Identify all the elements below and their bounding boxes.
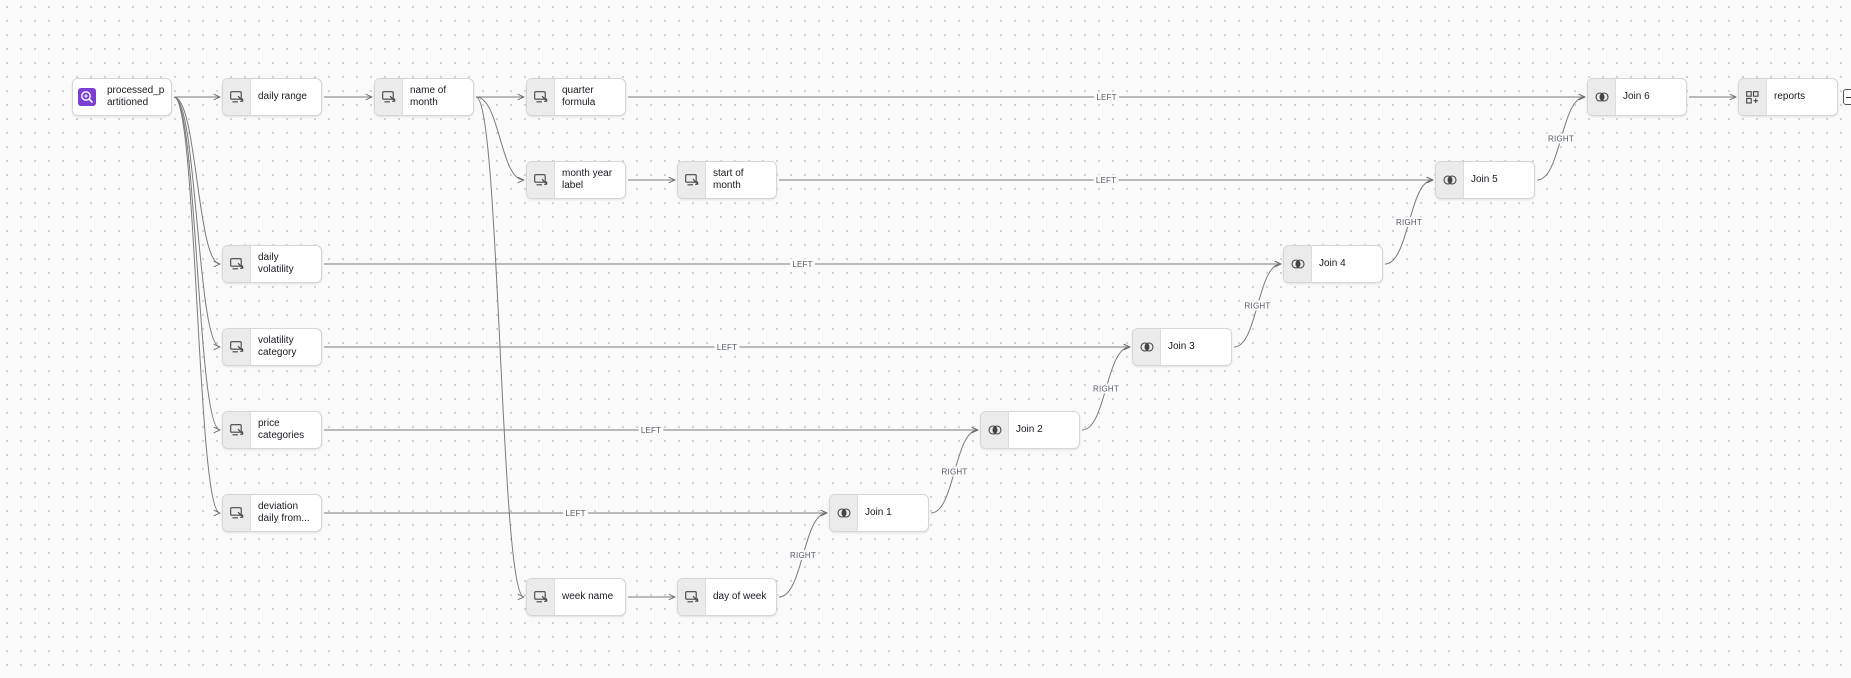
edge-label-right: RIGHT [790, 551, 816, 560]
node-label: Join 3 [1168, 341, 1195, 352]
node-processed[interactable]: processed_partitioned [72, 78, 172, 116]
node-label: quarter formula [562, 85, 596, 108]
transform-icon [678, 162, 706, 198]
node-label: processed_partitioned [107, 85, 165, 108]
edge-label-background [788, 550, 818, 560]
data-source-search-icon [73, 79, 100, 115]
edge-label-background [790, 259, 815, 269]
node-quarter-formula[interactable]: quarter formula [526, 78, 626, 116]
edge-processed-to-price-categories [173, 96, 220, 430]
transform-icon [375, 79, 403, 115]
node-label: Join 2 [1016, 424, 1043, 435]
edge-processed-to-deviation-daily [173, 96, 220, 513]
node-label: Join 5 [1471, 174, 1498, 185]
join-icon [1284, 246, 1312, 282]
node-label: week name [562, 591, 614, 602]
node-label: start of month [713, 168, 744, 191]
edge-label-right: RIGHT [1245, 302, 1271, 311]
node-name-of-month[interactable]: name of month [374, 78, 474, 116]
edge-label-background [563, 508, 588, 518]
node-label: Join 6 [1623, 91, 1650, 102]
join-icon [981, 412, 1009, 448]
node-label: daily volatility [258, 252, 294, 275]
edge-name-of-month-to-month-year-label [475, 96, 524, 180]
node-start-of-month[interactable]: start of month [677, 161, 777, 199]
node-label: Join 4 [1319, 258, 1346, 269]
node-label: deviation daily from... [258, 501, 310, 524]
edge-processed-to-volatility-category [173, 96, 220, 347]
join-icon [830, 495, 858, 531]
edge-label-right: RIGHT [942, 468, 968, 477]
node-join4[interactable]: Join 4 [1283, 245, 1383, 283]
edge-label-background [1093, 175, 1119, 185]
node-daily-range[interactable]: daily range [222, 78, 322, 116]
join-icon [1588, 79, 1616, 115]
edge-label-background [714, 342, 740, 352]
edge-label-left: LEFT [565, 509, 585, 518]
edge-label-left: LEFT [1096, 176, 1116, 185]
node-label: daily range [258, 91, 307, 102]
node-label: name of month [410, 85, 447, 108]
node-day-of-week[interactable]: day of week [677, 578, 777, 616]
transform-icon [223, 246, 251, 282]
transform-icon [678, 579, 706, 615]
collapsed-panel-icon[interactable] [1843, 89, 1851, 105]
node-join5[interactable]: Join 5 [1435, 161, 1535, 199]
node-label: reports [1774, 91, 1806, 102]
node-price-categories[interactable]: price categories [222, 411, 322, 449]
node-daily-volatility[interactable]: daily volatility [222, 245, 322, 283]
edge-label-background [638, 425, 664, 435]
edge-label-right: RIGHT [1093, 385, 1119, 394]
transform-icon [527, 79, 555, 115]
transform-icon [527, 162, 555, 198]
edge-processed-to-daily-volatility [173, 96, 220, 264]
transform-icon [223, 329, 251, 365]
edge-label-background [1094, 92, 1119, 102]
node-deviation-daily[interactable]: deviation daily from... [222, 494, 322, 532]
node-join6[interactable]: Join 6 [1587, 78, 1687, 116]
node-label: month year label [562, 168, 613, 191]
edge-label-background [1546, 133, 1576, 144]
join-icon [1436, 162, 1464, 198]
node-label: Join 1 [865, 507, 892, 518]
edge-label-left: LEFT [1096, 93, 1116, 102]
edge-label-background [1242, 300, 1273, 311]
edge-label-left: LEFT [641, 426, 661, 435]
transform-icon [527, 579, 555, 615]
join-icon [1133, 329, 1161, 365]
node-label: price categories [258, 418, 305, 441]
edge-label-background [939, 466, 970, 477]
edge-label-left: LEFT [717, 343, 737, 352]
node-join3[interactable]: Join 3 [1132, 328, 1232, 366]
node-join2[interactable]: Join 2 [980, 411, 1080, 449]
grid-target-icon [1739, 79, 1767, 115]
transform-icon [223, 412, 251, 448]
node-label: volatility category [258, 335, 297, 358]
node-join1[interactable]: Join 1 [829, 494, 929, 532]
node-label: day of week [713, 591, 767, 602]
transform-icon [223, 79, 251, 115]
edge-label-left: LEFT [792, 260, 812, 269]
node-reports[interactable]: reports [1738, 78, 1838, 116]
edge-label-right: RIGHT [1548, 135, 1574, 144]
edge-label-background [1091, 383, 1121, 394]
node-week-name[interactable]: week name [526, 578, 626, 616]
edge-label-background [1394, 217, 1424, 227]
node-month-year-label[interactable]: month year label [526, 161, 626, 199]
node-volatility-category[interactable]: volatility category [222, 328, 322, 366]
edge-label-right: RIGHT [1396, 218, 1422, 227]
transform-icon [223, 495, 251, 531]
